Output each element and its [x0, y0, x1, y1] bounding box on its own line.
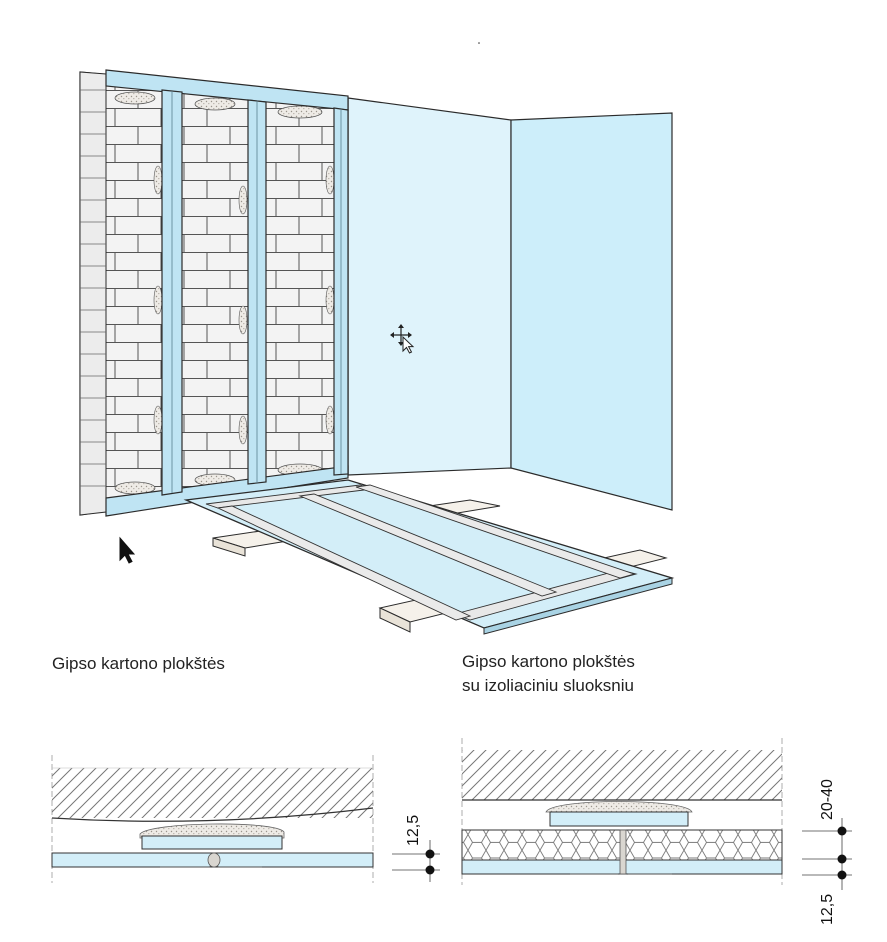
caption-plasterboard-text: Gipso kartono plokštės [52, 654, 225, 673]
section-detail-plasterboard: 12,5 [51, 755, 440, 883]
dimension-label-board: 12,5 [819, 894, 836, 925]
section-detail-insulated-plasterboard: 20-40 12,5 [461, 738, 852, 925]
move-cursor-icon [390, 324, 415, 354]
room-corner [185, 97, 673, 511]
dimension-label-insulation: 20-40 [819, 779, 836, 820]
caption-insulated-line1: Gipso kartono plokštės [462, 652, 635, 671]
arrow-pointer-icon [119, 536, 136, 564]
plasterboard-on-floor [183, 479, 675, 635]
metal-frame [105, 69, 349, 517]
brick-wall [79, 71, 349, 516]
stray-dot [478, 42, 480, 44]
caption-plasterboard: Gipso kartono plokštės [52, 652, 225, 676]
caption-insulated-plasterboard: Gipso kartono plokštės su izoliaciniu sl… [462, 650, 635, 698]
dimension-label-left: 12,5 [405, 815, 422, 846]
caption-insulated-line2: su izoliaciniu sluoksniu [462, 676, 634, 695]
